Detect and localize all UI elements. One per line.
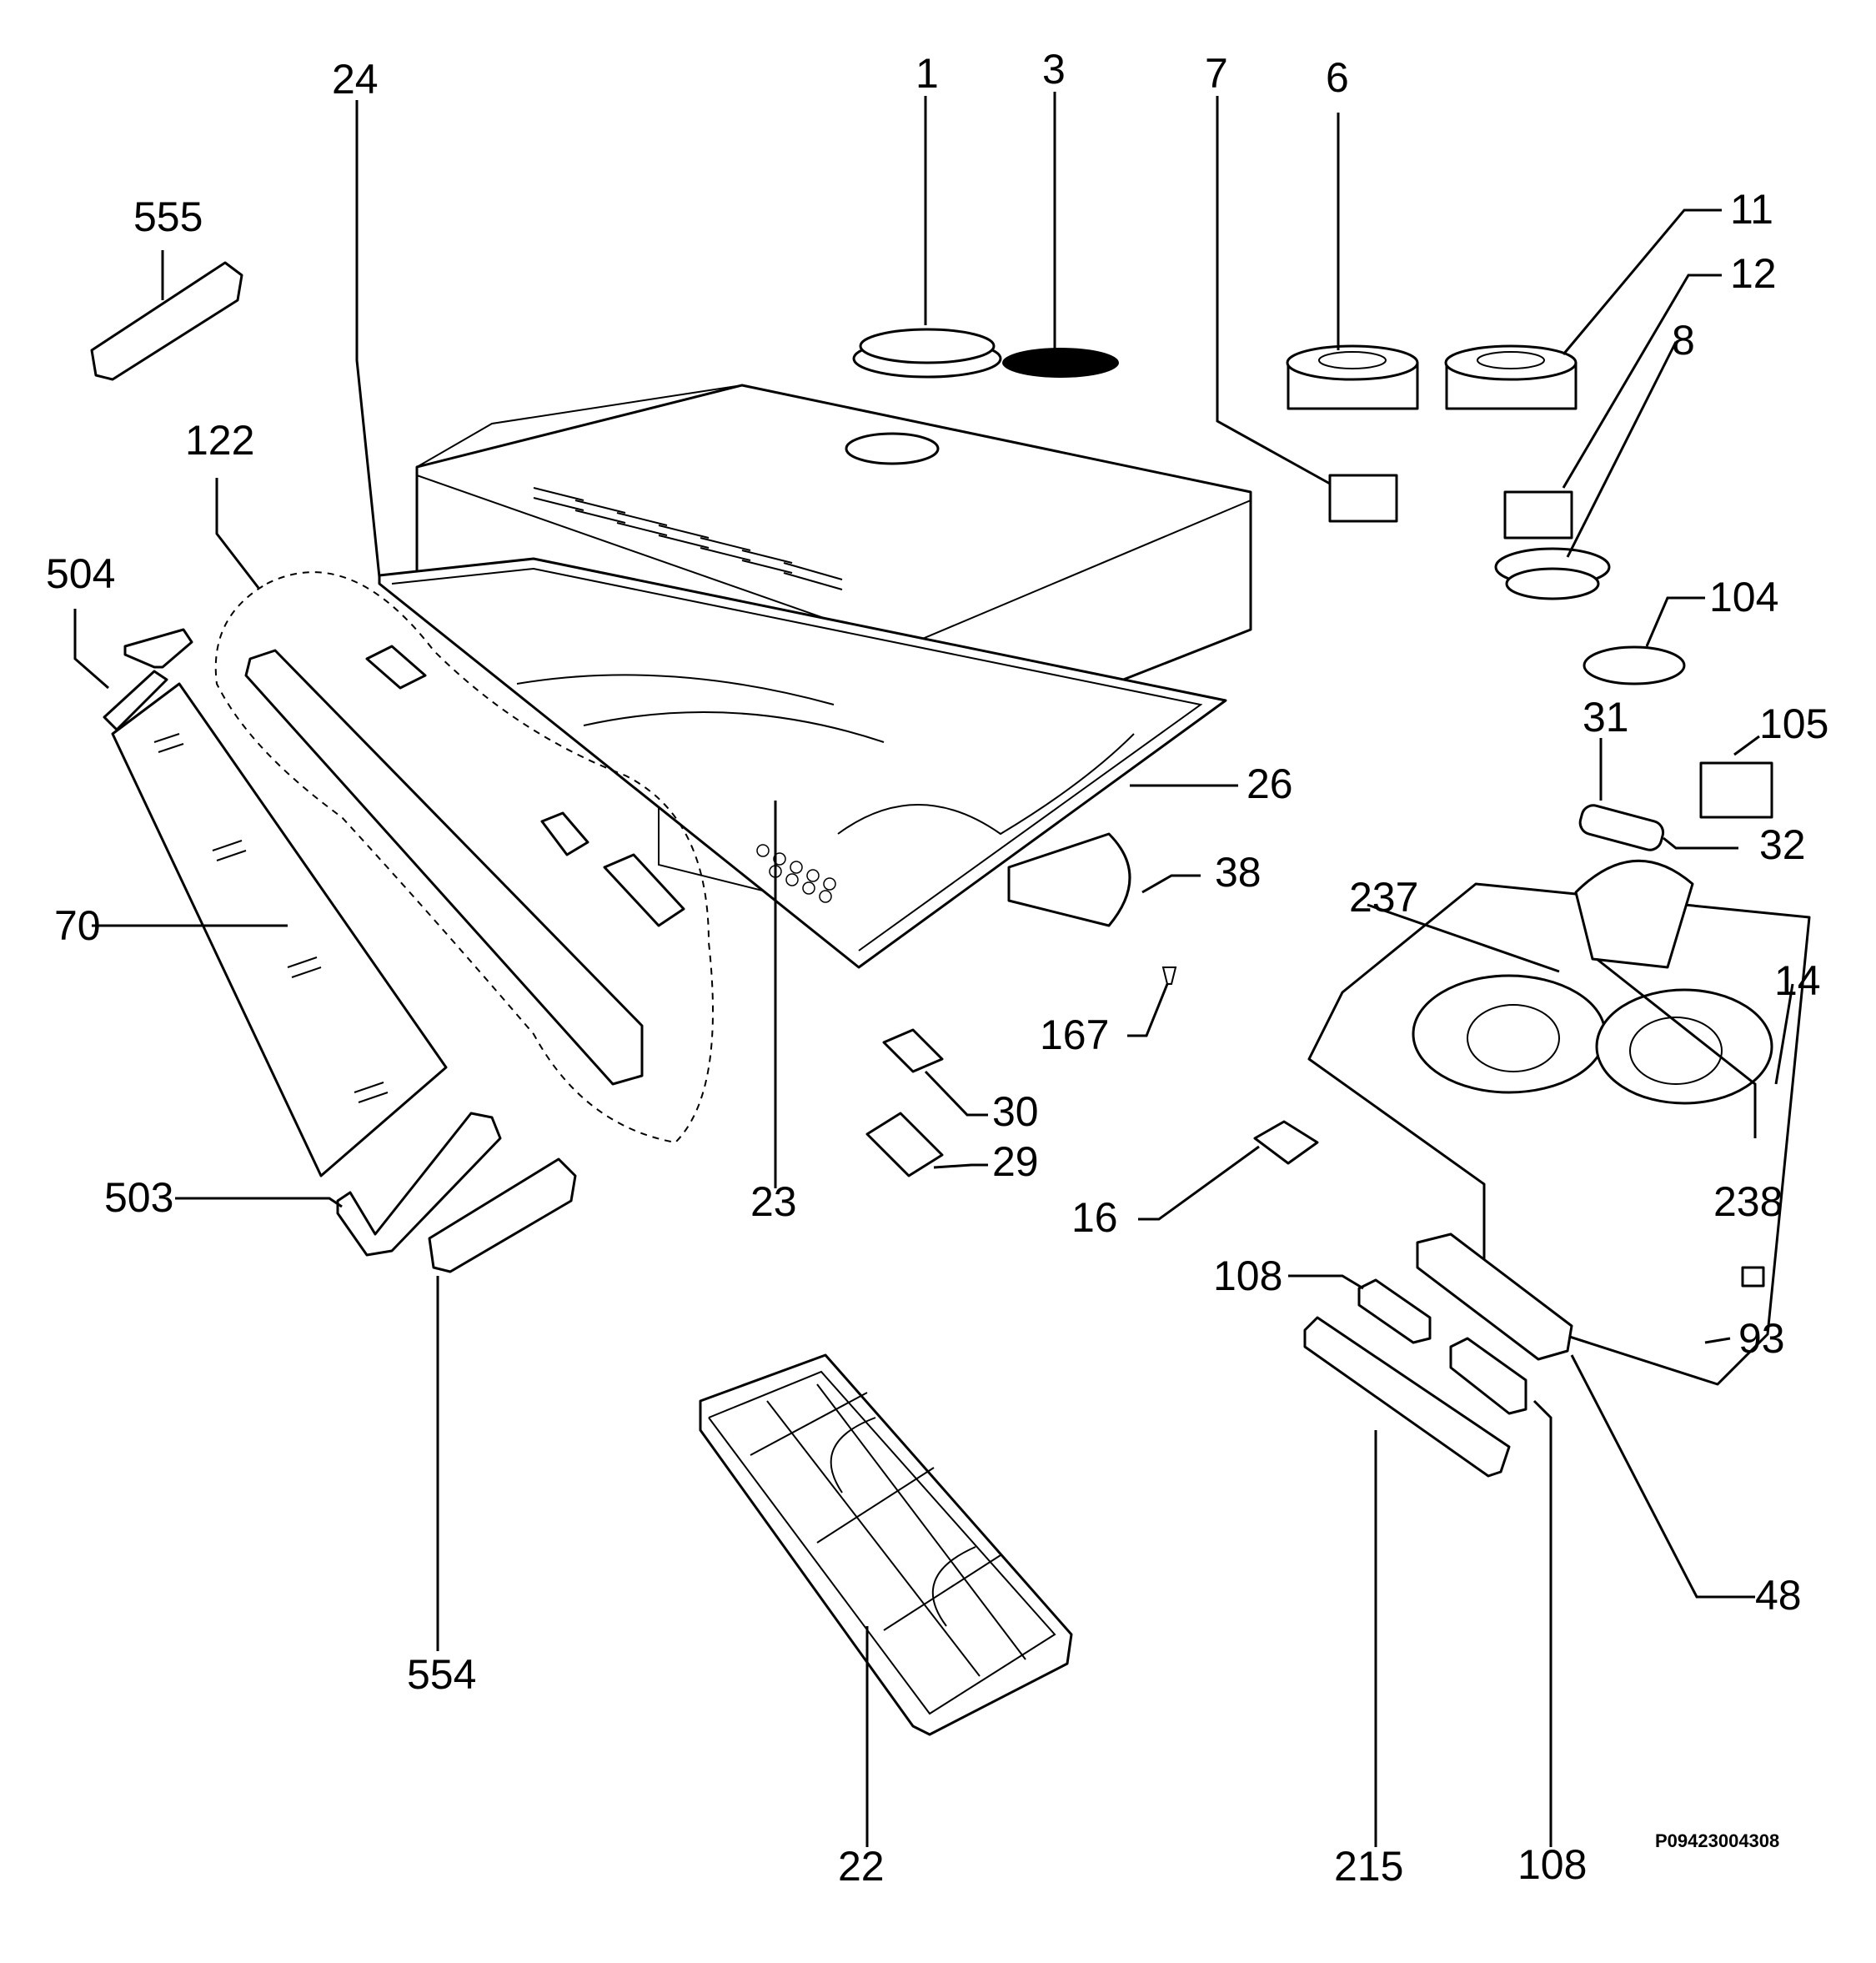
hinge-504 [123,628,193,669]
label-70: 70 [54,902,101,949]
label-14: 14 [1774,957,1821,1004]
filter-frame [378,557,1227,969]
side-bracket-555 [90,261,243,381]
control-board [1416,1233,1573,1361]
label-93: 93 [1738,1315,1785,1362]
label-26: 26 [1246,761,1293,807]
label-238: 238 [1713,1178,1783,1225]
label-11: 11 [1730,186,1773,233]
carbon-filter-a [1286,344,1419,410]
label-108-lower: 108 [1517,1841,1587,1888]
light-cover [1007,832,1131,927]
label-105: 105 [1759,700,1828,747]
label-12: 12 [1730,250,1777,297]
motor-block-a [1328,474,1398,523]
label-237: 237 [1349,874,1418,921]
fan-housing [1307,859,1811,1386]
lamp-holder [1699,761,1773,819]
clip-29 [865,1112,944,1177]
switch-bar-215 [1303,1316,1511,1478]
label-108-upper: 108 [1213,1253,1282,1299]
control-panel-strip [244,649,644,1086]
grease-filter [699,1353,1073,1736]
carbon-filter-b [1444,344,1578,410]
leader-lines [73,92,1794,1847]
label-7: 7 [1205,50,1228,97]
label-8: 8 [1672,317,1695,364]
label-3: 3 [1042,46,1066,93]
label-215: 215 [1334,1843,1403,1890]
glass-panel [111,682,448,1177]
label-504: 504 [46,550,115,597]
label-6: 6 [1326,54,1349,101]
switch-108-upper [1357,1278,1432,1344]
label-104: 104 [1709,574,1778,620]
light-bulb [1578,804,1665,851]
label-31: 31 [1583,694,1629,741]
clip-30 [882,1028,944,1073]
gasket-plate [1253,1120,1319,1165]
flap-disc [1002,348,1119,378]
fan-wheel [1494,547,1611,600]
label-24: 24 [332,56,379,103]
label-30: 30 [992,1088,1039,1135]
panel-clip-c [603,853,685,927]
hinge-504-arm [103,670,168,731]
panel-clip-b [540,811,589,856]
label-32: 32 [1759,821,1806,868]
side-bracket-554 [428,1157,577,1273]
motor-block-b [1503,490,1573,540]
label-122: 122 [185,417,254,464]
panel-clip-a [365,645,427,690]
part-number-labels: 1 3 7 6 11 12 8 24 555 122 504 104 31 10… [46,46,1828,1890]
label-167: 167 [1040,1012,1109,1058]
label-1: 1 [915,50,939,97]
label-29: 29 [992,1138,1039,1185]
label-554: 554 [407,1651,476,1698]
label-23: 23 [750,1178,797,1225]
drawing-reference-code: P09423004308 [1655,1830,1779,1851]
small-clip [1741,1266,1765,1288]
label-38: 38 [1215,849,1262,896]
lamp-cover [1583,645,1686,685]
control-panel-outline [214,571,714,1144]
screw [1161,966,1177,985]
label-48: 48 [1755,1572,1802,1619]
label-16: 16 [1071,1194,1118,1241]
label-503: 503 [104,1174,173,1221]
switch-108-lower [1449,1337,1527,1415]
collar-ring [852,328,1002,379]
label-555: 555 [133,193,203,240]
label-22: 22 [838,1843,885,1890]
hinge-503 [336,1112,502,1257]
